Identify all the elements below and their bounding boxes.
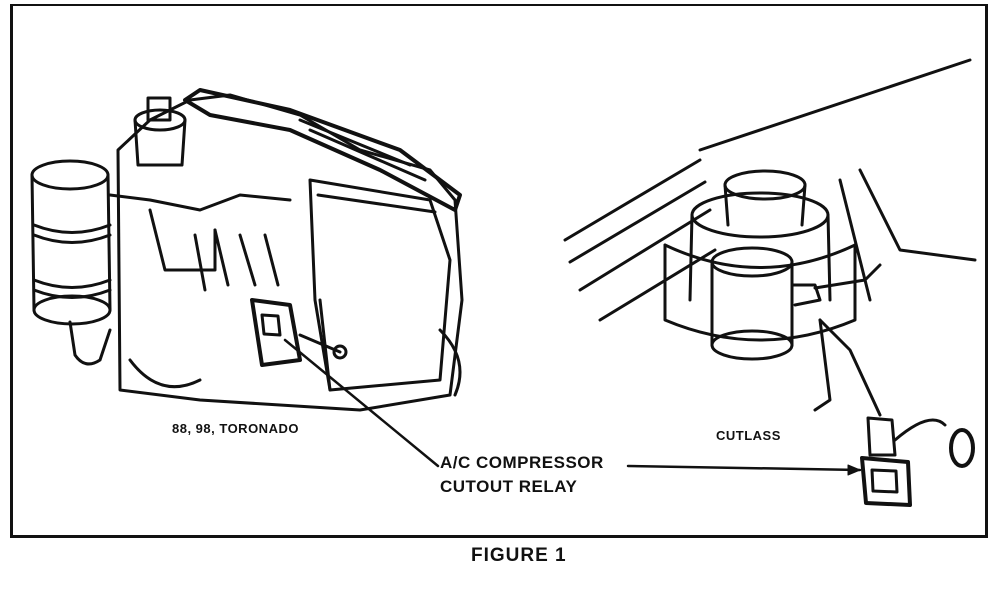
relay-callout: A/C COMPRESSOR CUTOUT RELAY — [440, 451, 604, 499]
leader-line-left — [283, 338, 440, 468]
left-cutout-relay — [250, 298, 348, 367]
callout-line-2: CUTOUT RELAY — [440, 477, 578, 496]
callout-line-1: A/C COMPRESSOR — [440, 453, 604, 472]
view-label-toronado: 88, 98, TORONADO — [172, 421, 299, 436]
figure-caption: FIGURE 1 — [471, 545, 567, 566]
left-engine-view — [30, 88, 464, 412]
right-cutout-relay — [860, 416, 975, 507]
figure-frame — [10, 4, 988, 538]
accumulator-canister — [30, 159, 112, 366]
leader-line-right — [626, 464, 862, 472]
right-engine-view — [563, 58, 977, 507]
view-label-cutlass: CUTLASS — [716, 428, 781, 443]
